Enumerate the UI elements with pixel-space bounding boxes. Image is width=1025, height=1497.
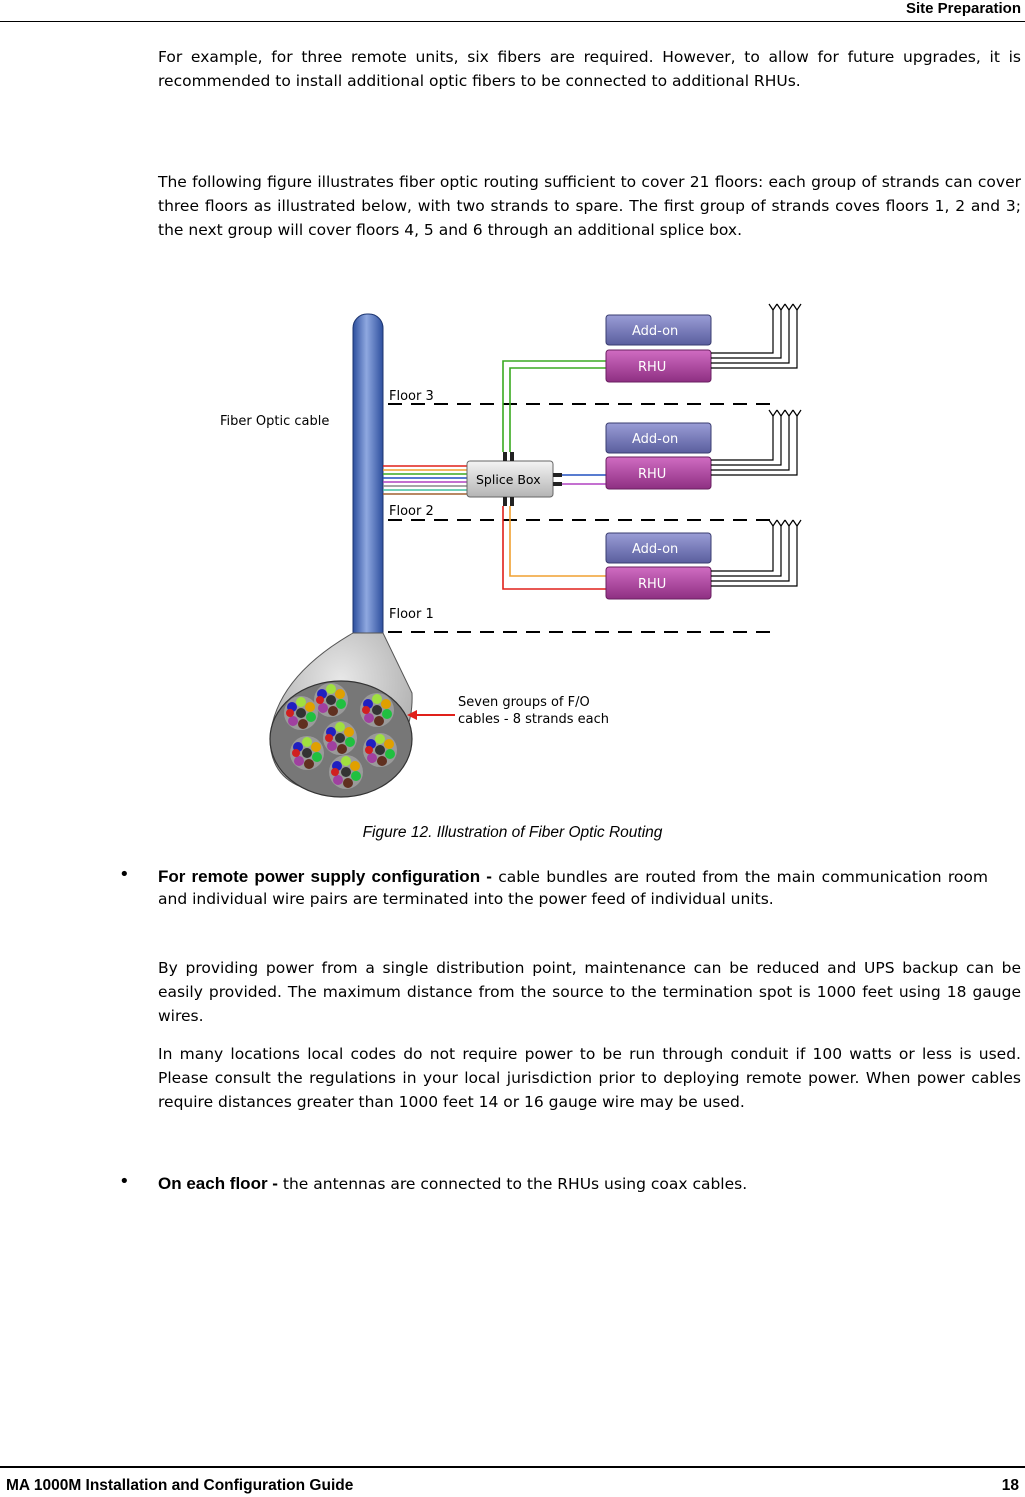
bullet-power: • <box>119 864 130 885</box>
bullet-floor: • <box>119 1171 130 1192</box>
page-number: 18 <box>1001 1477 1019 1494</box>
addon-label-1: Add-on <box>632 542 678 557</box>
fiber-optic-label: Fiber Optic cable <box>220 414 329 429</box>
rhu-label-2: RHU <box>638 467 666 482</box>
unit-group-floor-1 <box>605 532 712 600</box>
splice-box-label: Splice Box <box>476 472 541 487</box>
bullet-floor-body: the antennas are connected to the RHUs u… <box>277 1175 748 1193</box>
floor-1-label: Floor 1 <box>389 607 434 622</box>
fiber-strands <box>383 465 467 495</box>
rhu-label-1: RHU <box>638 577 666 592</box>
header-rule <box>0 21 1025 22</box>
groups-label-line2: cables - 8 strands each <box>458 712 609 727</box>
bullet-floor-text: On each floor - the antennas are connect… <box>158 1173 988 1195</box>
bullet-power-text: For remote power supply configuration - … <box>158 866 988 910</box>
footer-doc-title: MA 1000M Installation and Configuration … <box>6 1477 354 1494</box>
unit-group-floor-3 <box>605 314 712 383</box>
figure-caption: Figure 12. Illustration of Fiber Optic R… <box>362 824 663 841</box>
paragraph-figure-intro: The following figure illustrates fiber o… <box>158 173 1021 239</box>
fiber-optic-cable <box>352 313 384 655</box>
antenna-leads <box>711 303 802 587</box>
paragraph-local-codes: In many locations local codes do not req… <box>158 1045 1021 1111</box>
bullet-power-body: cable bundles are routed from the main c… <box>158 868 988 908</box>
groups-label-line1: Seven groups of F/O <box>458 695 590 710</box>
addon-label-3: Add-on <box>632 324 678 339</box>
paragraph-single-point: By providing power from a single distrib… <box>158 959 1021 1025</box>
unit-group-floor-2 <box>605 422 712 490</box>
bullet-floor-lead: On each floor - <box>158 1174 278 1193</box>
floor-3-label: Floor 3 <box>389 389 434 404</box>
bullet-power-lead: For remote power supply configuration - <box>158 867 492 886</box>
fiber-routing-figure: Fiber Optic cable Floor 3 Floor 2 Floor … <box>200 298 825 806</box>
strand-groups <box>284 683 397 789</box>
paragraph-future-upgrades: For example, for three remote units, six… <box>158 48 1021 90</box>
footer-rule <box>0 1466 1025 1468</box>
rhu-label-3: RHU <box>638 360 666 375</box>
floor-2-label: Floor 2 <box>389 504 434 519</box>
header-title: Site Preparation <box>905 0 1021 17</box>
unit-fibers <box>502 360 606 590</box>
addon-label-2: Add-on <box>632 432 678 447</box>
